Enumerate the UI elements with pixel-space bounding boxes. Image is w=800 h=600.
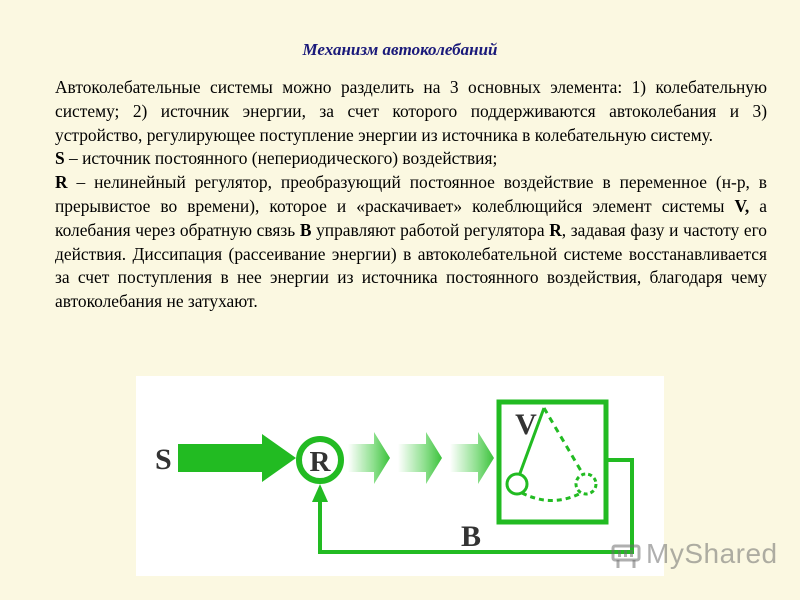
regulator-circle	[296, 436, 344, 484]
v-label: V	[515, 408, 537, 441]
r-definition-4: , задавая фазу и частоту его действия. Д…	[55, 219, 767, 312]
slide-title: Механизм автоколебаний	[302, 40, 498, 59]
source-arrow	[178, 434, 296, 482]
r-definition-2: а колебания через обратную связь	[55, 195, 767, 240]
s-term: S	[55, 148, 65, 169]
b-term: B	[299, 219, 312, 240]
pulse-arrow-3	[450, 432, 494, 484]
paragraph-s: S – источник постоянного (непериодическо…	[55, 147, 767, 171]
pulse-arrow-2	[398, 432, 442, 484]
s-definition: – источник постоянного (непериодического…	[64, 148, 498, 169]
paragraph-r: R – нелинейный регулятор, преобразующий …	[55, 171, 767, 314]
pendulum-rod-dashed	[542, 407, 586, 477]
watermark-text: MyShared	[646, 538, 778, 569]
pendulum-rod	[517, 407, 546, 477]
r-definition-3: управляют работой регулятора	[311, 219, 550, 240]
pendulum-bob	[505, 472, 529, 496]
pendulum-arc	[521, 491, 582, 502]
watermark: MyShared	[606, 536, 778, 576]
b-label: B	[461, 520, 481, 553]
diagram-svg: S R V B	[155, 399, 634, 554]
body-text: Автоколебательные системы можно разделит…	[55, 76, 767, 314]
pendulum-bob-dashed	[574, 472, 598, 496]
autooscillation-diagram: S R V B	[136, 376, 664, 576]
v-term: V,	[734, 195, 750, 216]
r-definition-1: – нелинейный регулятор, преобразующий по…	[55, 172, 767, 216]
pulse-arrow-1	[348, 432, 390, 484]
r-term: R	[55, 172, 68, 193]
cart-icon	[611, 544, 641, 568]
paragraph-intro: Автоколебательные системы можно разделит…	[55, 77, 767, 145]
feedback-arrowhead	[312, 484, 328, 502]
r-term-2: R	[549, 219, 562, 240]
r-label: R	[310, 446, 332, 478]
s-label: S	[155, 443, 172, 476]
